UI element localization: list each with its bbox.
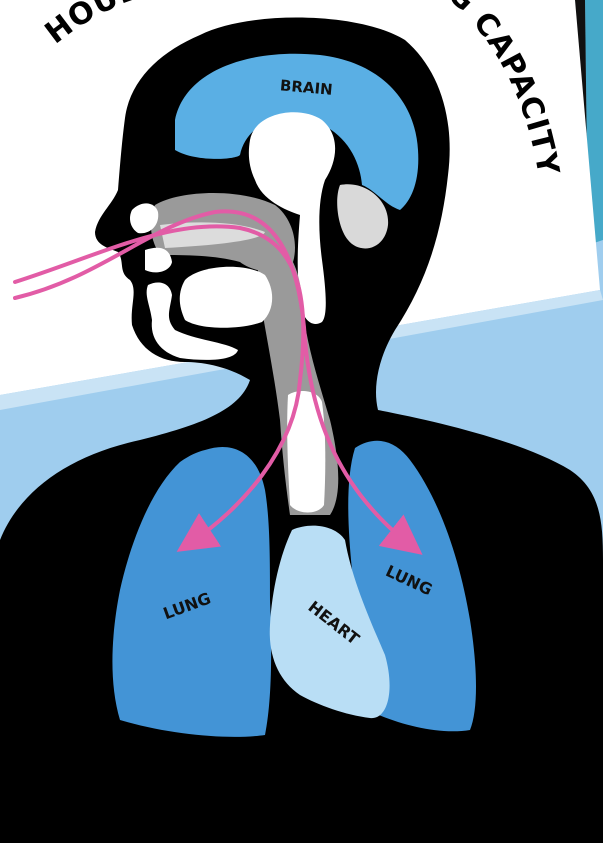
tongue bbox=[180, 267, 272, 328]
